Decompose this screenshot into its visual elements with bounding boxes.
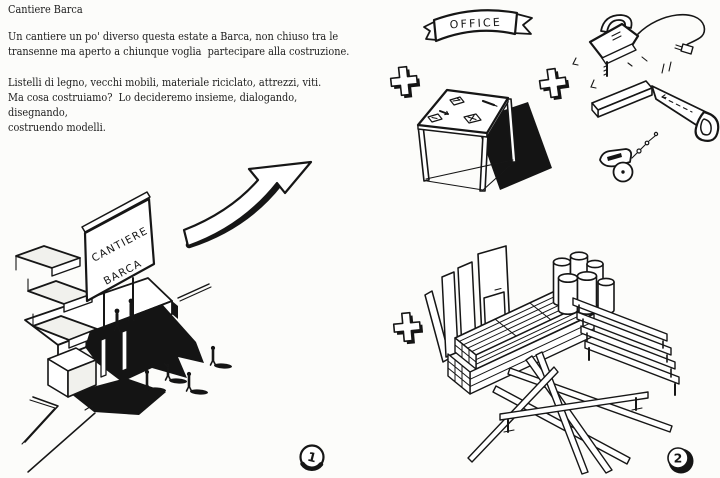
person-figure [163,360,187,384]
plus-icon [538,67,570,101]
curved-arrow-icon [182,160,313,249]
intro-text: Cantiere Barca Un cantiere un po' divers… [8,2,356,150]
intro-paragraph-1: Un cantiere un po' diverso questa estate… [8,29,356,59]
banner-label: OFFICE [449,16,502,32]
jigsaw-body [588,22,640,62]
person-figure [143,369,166,393]
jigsaw-baseplate [601,43,637,65]
building-shadow-lower [70,378,166,415]
paragraph-line: costruendo modelli. [8,121,106,135]
tape-measure-tool [599,131,659,183]
street-lines [21,396,96,473]
table-leg [506,98,517,163]
sketches-on-table [427,96,498,124]
pilotis-columns [100,329,128,378]
person-figure [185,371,208,395]
board-rack [572,297,680,396]
table-leg [417,124,430,182]
jigsaw-tool [572,13,706,89]
building-shadow [85,304,204,382]
ramp-lines [177,283,212,302]
paragraph-line: Ma cosa costruiamo? Lo decideremo insiem… [8,90,301,120]
plus-icon [392,311,424,345]
person-figure [127,298,135,322]
table-leg [479,133,489,192]
figure-number-badge-1: 1 [299,444,325,471]
paragraph-line: transenne ma aperto a chiunque voglia pa… [8,45,350,59]
banner-ribbon-band [432,9,519,43]
material-pile [424,245,680,475]
figure-construction-site: CANTIERE BARCA [15,160,325,473]
lower-floor-box [47,347,97,398]
figure-number-2: 2 [674,451,683,466]
billboard-sign: CANTIERE BARCA [81,191,156,330]
person-figure [209,345,232,369]
office-banner: OFFICE [423,9,533,43]
figure-number-badge-2: 2 [667,447,694,474]
figure-materials: OFFICE [389,9,720,475]
paragraph-line: Un cantiere un po' diverso questa estate… [8,30,339,44]
plus-icon [389,65,421,99]
power-plug [680,43,694,55]
work-table [416,88,552,192]
person-figure [113,308,121,332]
handsaw-and-board [591,56,720,142]
intro-paragraph-2: Listelli di legno, vecchi mobili, materi… [8,75,356,136]
ground-figures [143,345,232,395]
paragraph-line: Listelli di legno, vecchi mobili, materi… [8,75,322,89]
deck-figures [113,298,135,332]
batten-tangle [467,351,673,475]
figure-number-1: 1 [306,449,318,466]
page-title: Cantiere Barca [8,3,83,16]
